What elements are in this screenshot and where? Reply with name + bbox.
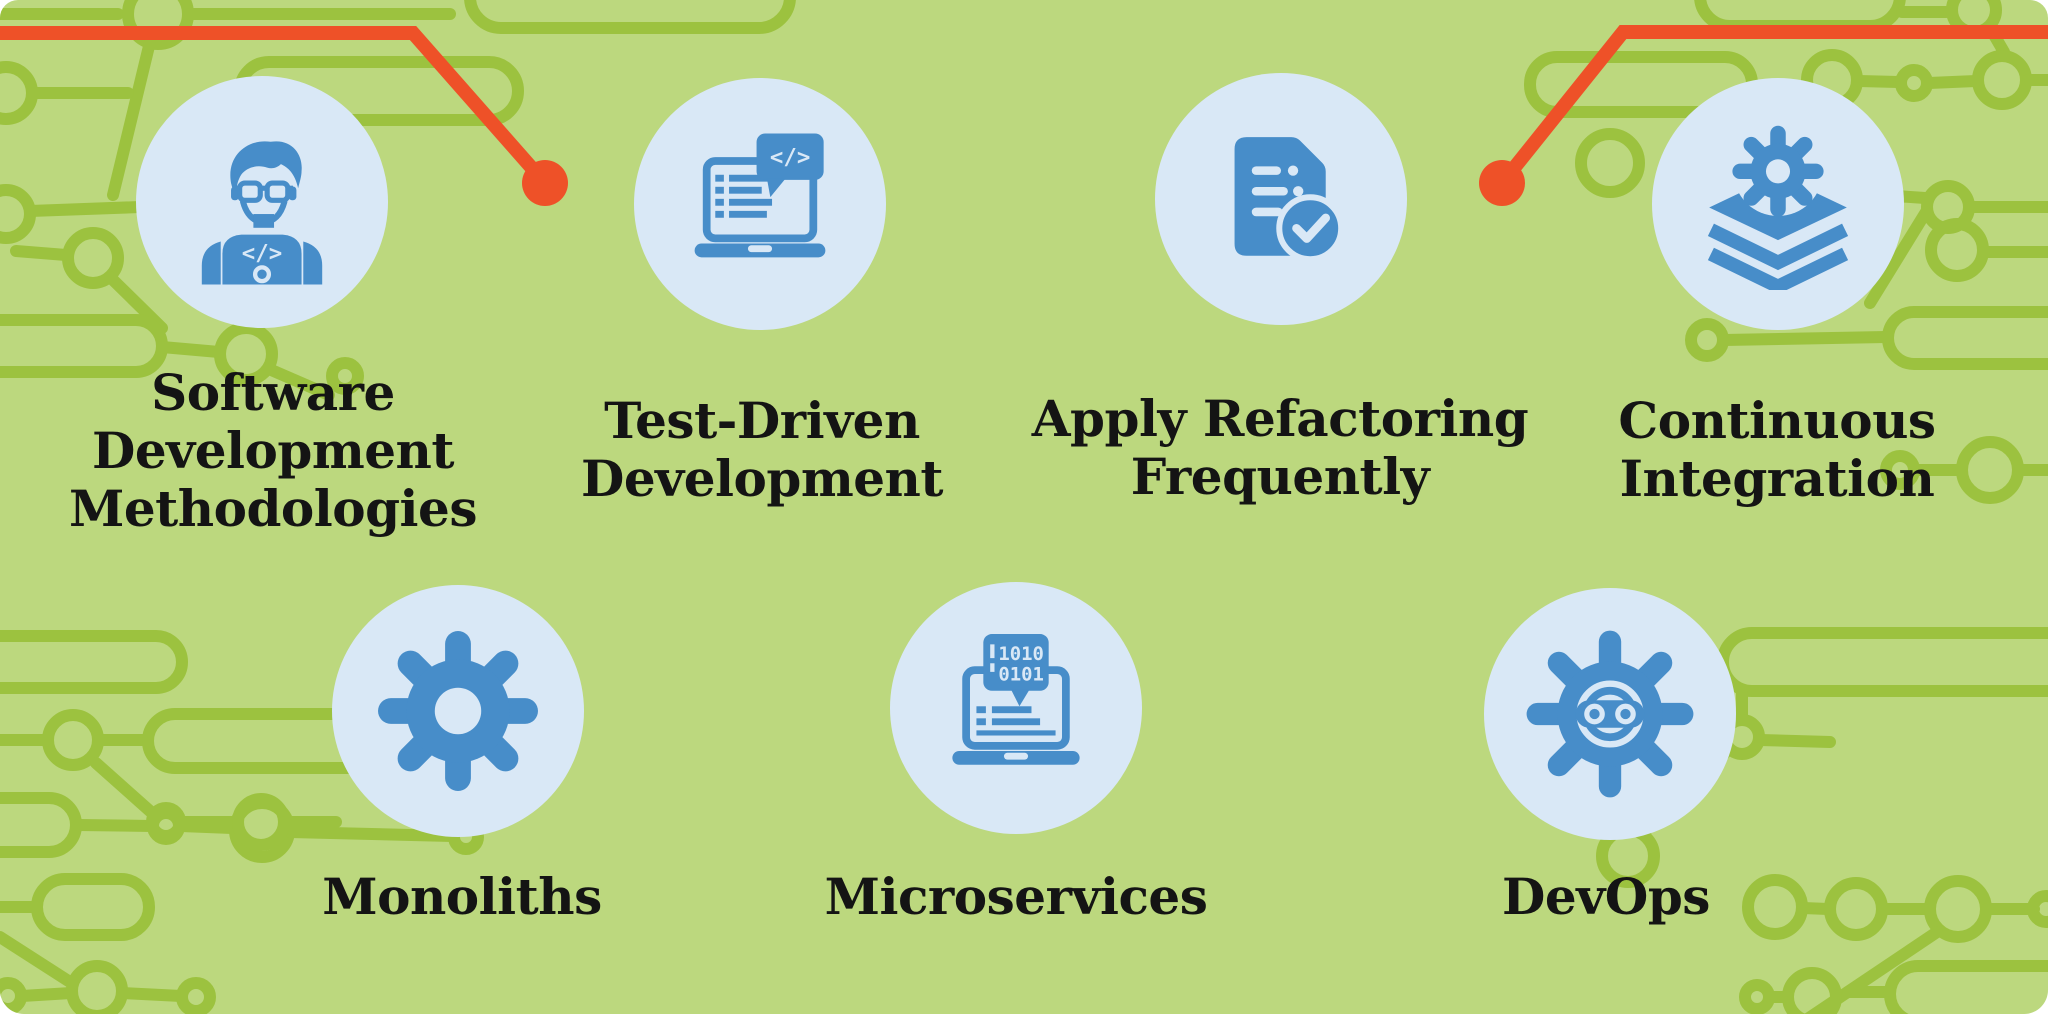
item-label: Monoliths [322,867,602,926]
item-label: Microservices [824,867,1208,926]
icon-bubble [1155,73,1407,325]
laptop-code-icon: </> [694,133,826,258]
connector-dot [1479,160,1525,206]
item-label: Apply Refactoring Frequently [1031,389,1529,506]
binary-line-2: 0101 [998,663,1044,685]
icon-bubble [1652,78,1904,330]
laptop-binary-icon: 1010 0101 [952,634,1080,765]
gear-icon [378,631,538,791]
developer-icon: </> [201,141,323,285]
item-label: Test-Driven Development [580,391,944,508]
connector-dot [522,160,568,206]
document-check-icon [1234,137,1345,263]
gear-stack-icon [1707,125,1849,290]
accent-connector-lines [0,25,2048,206]
icon-bubble: </> [634,78,886,330]
code-tag-glyph: </> [770,144,810,170]
item-label: DevOps [1502,867,1710,926]
icon-bubble: 1010 0101 [890,582,1142,834]
item-label: Continuous Integration [1618,391,1936,508]
item-label: Software Development Methodologies [68,363,478,538]
icon-bubble [332,585,584,837]
icon-bubble: </> [136,76,388,328]
icon-bubble [1484,588,1736,840]
binary-line-1: 1010 [998,643,1044,665]
code-tag-glyph: </> [242,240,282,266]
gear-infinity-icon [1526,630,1694,798]
